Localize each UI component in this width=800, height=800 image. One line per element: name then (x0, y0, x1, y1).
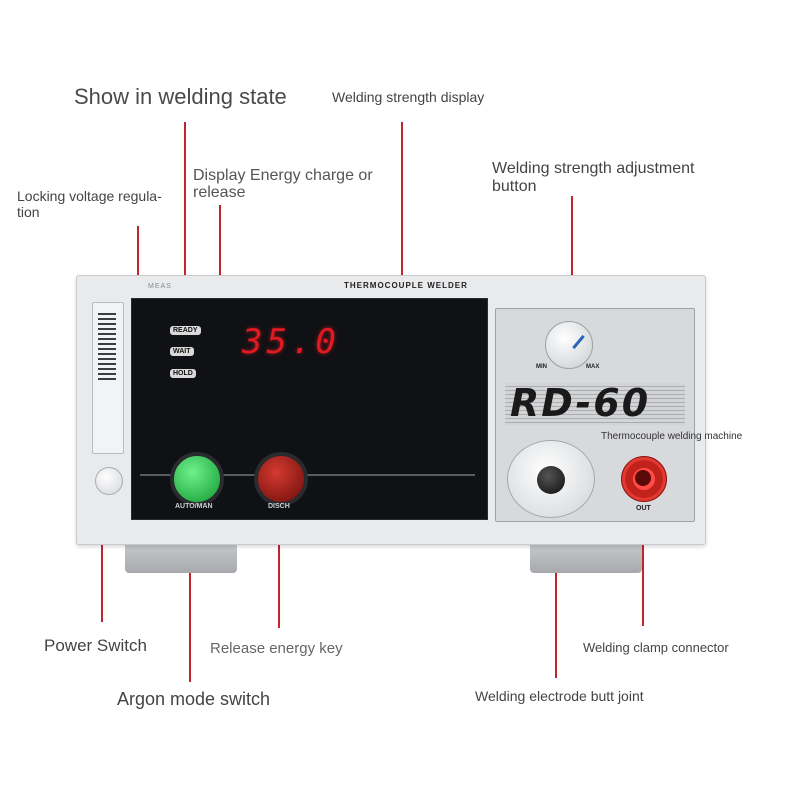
label-display-energy: Display Energy charge or release (193, 167, 373, 201)
release-energy-disch-button[interactable] (254, 452, 308, 506)
argon-mode-auto-man-button[interactable] (170, 452, 224, 506)
leader-welding-electrode (555, 494, 557, 678)
power-switch-button[interactable] (95, 467, 123, 495)
indicator-ready: READY (170, 326, 201, 335)
logo-stripes (505, 383, 685, 425)
model-strip-label: THERMOCOUPLE WELDER (344, 281, 468, 290)
label-welding-strength-adjustment: Welding strength adjustment button (492, 160, 694, 196)
model-logo: RD-60 (510, 381, 651, 425)
leader-release-energy-key (278, 500, 280, 628)
label-locking-voltage-line1: Locking voltage regula- (17, 188, 162, 204)
leader-welding-strength-adjustment (571, 196, 573, 326)
leader-show-in-welding-state (184, 122, 186, 332)
label-welding-strength-display: Welding strength display (332, 89, 485, 105)
label-welding-strength-adjustment-line2: button (492, 178, 537, 195)
label-welding-strength-adjustment-line1: Welding strength adjustment (492, 160, 695, 177)
label-show-in-welding-state: Show in welding state (74, 84, 287, 109)
label-display-energy-line1: Display Energy charge or (193, 167, 373, 184)
knob-max-label: MAX (586, 364, 600, 370)
label-power-switch: Power Switch (44, 636, 147, 655)
label-locking-voltage: Locking voltage regula- tion (17, 188, 162, 220)
device-foot-right (530, 541, 642, 573)
brand-label: MEAS (148, 283, 172, 290)
auto-man-label: AUTO/MAN (175, 503, 213, 510)
indicator-wait: WAIT (170, 347, 194, 356)
leader-argon-mode-switch (189, 500, 191, 682)
label-release-energy-key: Release energy key (210, 640, 343, 657)
leader-welding-clamp (642, 498, 644, 626)
label-welding-clamp-connector: Welding clamp connector (583, 640, 729, 655)
label-locking-voltage-line2: tion (17, 204, 40, 220)
locking-voltage-vent (92, 302, 124, 454)
disch-label: DISCH (268, 503, 290, 510)
out-label: OUT (636, 505, 651, 512)
welding-clamp-socket (635, 470, 651, 486)
machine-caption: Thermocouple welding machine (601, 431, 743, 442)
label-welding-electrode-butt-joint: Welding electrode butt joint (475, 688, 644, 704)
knob-min-label: MIN (536, 364, 547, 370)
device-foot-left (125, 541, 237, 573)
electrode-connector-socket (537, 466, 565, 494)
electrode-connector-ring[interactable] (507, 440, 595, 518)
leader-welding-strength-display (401, 122, 403, 332)
welding-strength-readout: 35.0 (242, 322, 340, 362)
label-argon-mode-switch: Argon mode switch (117, 689, 271, 709)
welding-strength-knob[interactable] (545, 321, 593, 369)
leader-power-switch (101, 490, 103, 622)
label-display-energy-line2: release (193, 184, 246, 201)
indicator-hold: HOLD (170, 369, 196, 378)
